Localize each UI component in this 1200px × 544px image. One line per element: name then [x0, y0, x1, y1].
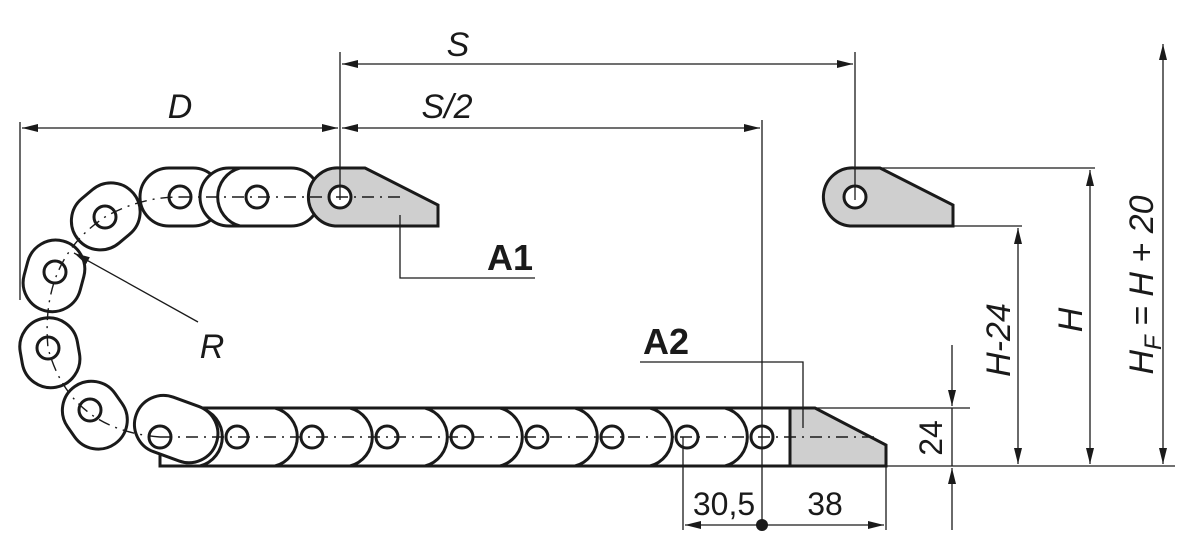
- label-s: S: [447, 26, 470, 64]
- bracket-detached: [821, 166, 955, 228]
- label-hf-main: H: [1123, 350, 1161, 375]
- labels: S S/2 D R A1 A2 H-24 H HF = H + 20 24 30…: [168, 26, 1167, 522]
- datum-dot: [756, 519, 768, 531]
- label-a2: A2: [643, 321, 689, 362]
- label-24: 24: [913, 420, 949, 456]
- label-30-5: 30,5: [693, 486, 755, 522]
- label-hf: HF = H + 20: [1123, 195, 1167, 374]
- label-d: D: [168, 88, 193, 126]
- chain: [18, 166, 955, 468]
- label-h-minus-24: H-24: [980, 303, 1018, 377]
- centerline-bend: [46, 196, 181, 438]
- label-h: H: [1052, 307, 1090, 332]
- label-hf-sub: F: [1140, 334, 1167, 350]
- label-38: 38: [807, 486, 843, 522]
- label-hf-rest: = H + 20: [1123, 195, 1161, 335]
- label-a1: A1: [487, 237, 533, 278]
- label-s-half: S/2: [421, 88, 472, 126]
- dimensions: [19, 44, 1175, 531]
- leader-a1: [399, 215, 535, 279]
- leader-a2: [640, 361, 804, 428]
- label-r: R: [200, 328, 225, 366]
- leader-r: [73, 252, 199, 323]
